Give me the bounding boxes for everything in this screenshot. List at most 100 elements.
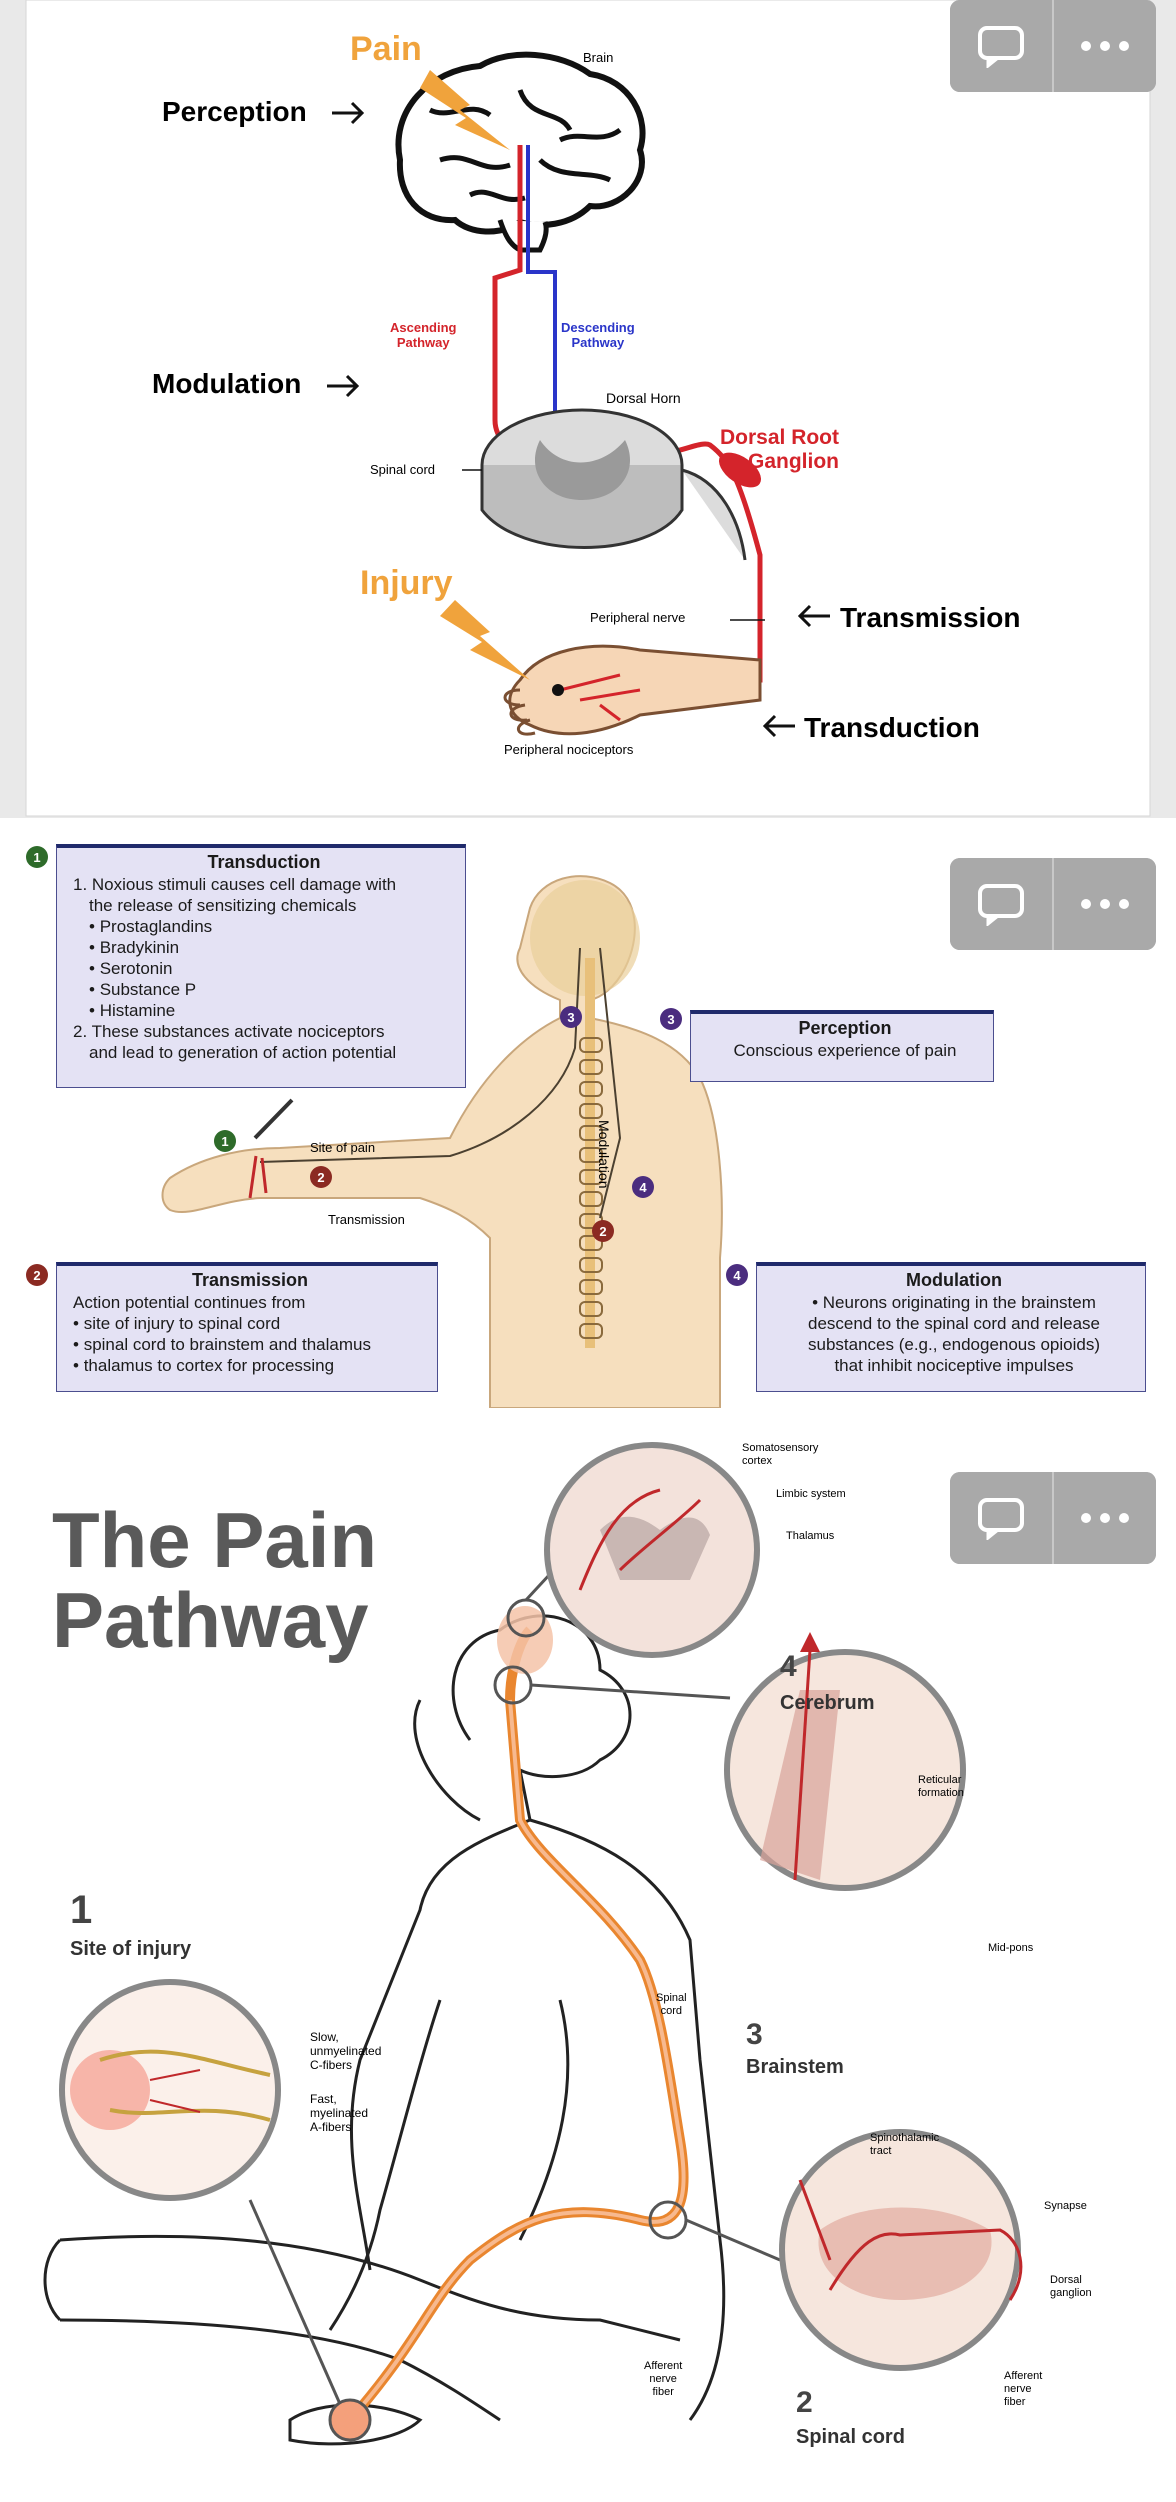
post-action-card [950,1472,1156,1564]
transduction-line1: 1. Noxious stimuli causes cell damage wi… [73,875,397,894]
chemical-list: Prostaglandins Bradykinin Serotonin Subs… [73,916,455,1021]
stage-badge-2: 2 [310,1166,332,1188]
panel1-canvas [0,0,1176,818]
transmission-title: Transmission [191,1270,309,1290]
cerebrum-pathway [578,1488,702,1591]
site-of-injury-label: Site of injury [70,1938,192,1960]
spinal-cord-label: Spinal cord [370,462,436,477]
transmission-box: Transmission Action potential continues … [56,1262,438,1392]
spinal-step-number: 2 [796,2386,813,2419]
hand-illustration [503,644,762,736]
chemical-item: Substance P [89,979,455,1000]
spinal-cord-label: Spinal cord [796,2426,905,2448]
comment-button[interactable] [950,0,1052,92]
more-options-button[interactable] [1052,0,1156,92]
injury-mark [248,1155,268,1199]
transmission-intro: Action potential continues from [73,1293,306,1312]
brain-label: Brain [583,50,614,65]
chemical-item: Bradykinin [89,937,455,958]
human-figure-illustration [161,875,723,1408]
ascending-pathway-label: Ascending Pathway [390,320,457,350]
more-icon [1081,899,1129,909]
injury-detail-circle [59,1979,281,2201]
spinothalamic-label: Spinothalamic tract [870,2132,940,2157]
brain-highlight [497,1606,553,1674]
peripheral-nerve-label: Peripheral nerve [590,610,686,625]
modulation-title: Modulation [906,1270,1002,1290]
comment-button[interactable] [950,1472,1052,1564]
panel-pain-pathway-overview: Pain Brain Perception Ascending Pathway … [0,0,1176,818]
somatosensory-label: Somatosensory cortex [742,1442,819,1467]
post-action-card [950,858,1156,950]
fiber-arrows [149,2069,201,2113]
brainstem-step-number: 3 [746,2018,763,2051]
left-arrow-icon [762,714,795,738]
comment-button[interactable] [950,858,1052,950]
thalamus-label: Thalamus [786,1530,835,1542]
mid-pons-label: Mid-pons [988,1942,1034,1954]
descending-pathway-line [526,145,557,425]
nerve-fibers [99,2049,271,2122]
dorsal-ganglion-label: Dorsal ganglion [1050,2274,1092,2299]
ascending-nerve-path [259,947,581,1163]
more-icon [1081,41,1129,51]
descending-pathway-label: Descending Pathway [561,320,635,350]
dorsal-horn-label: Dorsal Horn [606,390,681,406]
limbic-system-label: Limbic system [776,1488,846,1500]
comment-icon [978,884,1024,926]
perception-text: Conscious experience of pain [733,1041,957,1060]
injury-label: Injury [360,564,453,602]
modulation-line: that inhibit nociceptive impulses [834,1356,1074,1375]
transduction-line2: 2. These substances activate nociceptors [73,1022,385,1041]
site-of-pain-label: Site of pain [310,1140,376,1155]
stage-badge-2: 2 [592,1220,614,1242]
stage-badge-4: 4 [632,1176,654,1198]
brainstem-label: Brainstem [746,2056,844,2078]
stage-badge-1: 1 [214,1130,236,1152]
stage-badge-3: 3 [660,1008,682,1030]
more-options-button[interactable] [1052,1472,1156,1564]
transmission-list: site of injury to spinal cord spinal cor… [73,1313,427,1376]
vertebrae-illustration [579,1037,603,1339]
transmission-item: site of injury to spinal cord [73,1313,427,1334]
modulation-box: Modulation • Neurons originating in the … [756,1262,1146,1392]
synapse-label: Synapse [1044,2200,1087,2212]
spinal-cord-small-label: Spinal cord [656,1992,687,2017]
more-options-button[interactable] [1052,858,1156,950]
modulation-figure-label: Modulation [596,1120,612,1189]
panel2-canvas [161,875,723,1408]
pain-pathway-title-line2: Pathway [52,1576,369,1664]
transmission-item: spinal cord to brainstem and thalamus [73,1334,427,1355]
perception-label: Perception [162,96,307,127]
modulation-label: Modulation [152,368,302,399]
modulation-line: descend to the spinal cord and release [807,1314,1101,1333]
cerebrum-step-number: 4 [780,1650,797,1683]
needle-illustration [253,1098,294,1140]
injury-marker-circle [328,2398,372,2442]
left-arrow-icon [797,604,830,628]
chemical-item: Histamine [89,1000,455,1021]
lightning-bolt-icon [440,600,530,680]
connector-line [685,2218,781,2262]
panel-the-pain-pathway: The Pain Pathway 1 Site of injury Slow, … [0,1440,1176,2502]
up-arrowhead-icon [800,1632,820,1652]
spinal-cross-section [818,2207,992,2300]
right-arrow-icon [332,101,365,125]
afferent-fiber-label: Afferent nerve fiber [1004,2370,1043,2408]
cerebrum-label: Cerebrum [780,1692,875,1714]
slow-fibers-label: Slow, unmyelinated C-fibers [310,2030,382,2072]
transduction-title: Transduction [207,852,321,872]
transduction-line2b: and lead to generation of action potenti… [89,1043,397,1062]
stage-badge-1: 1 [26,846,48,868]
modulation-line: substances (e.g., endogenous opioids) [807,1335,1101,1354]
transduction-label: Transduction [804,712,980,743]
panel3-canvas [43,1442,1023,2446]
modulation-line: • Neurons originating in the brainstem [812,1293,1096,1312]
dorsal-root-ganglion-label: Dorsal Root Ganglion [720,426,840,473]
lightning-bolt-icon [420,70,510,150]
spinal-cord-illustration [480,408,762,561]
injury-glow [70,2050,150,2130]
chemical-item: Prostaglandins [89,916,455,937]
reticular-formation-label: Reticular formation [918,1774,964,1799]
pain-pathway-title-line1: The Pain [52,1496,378,1584]
